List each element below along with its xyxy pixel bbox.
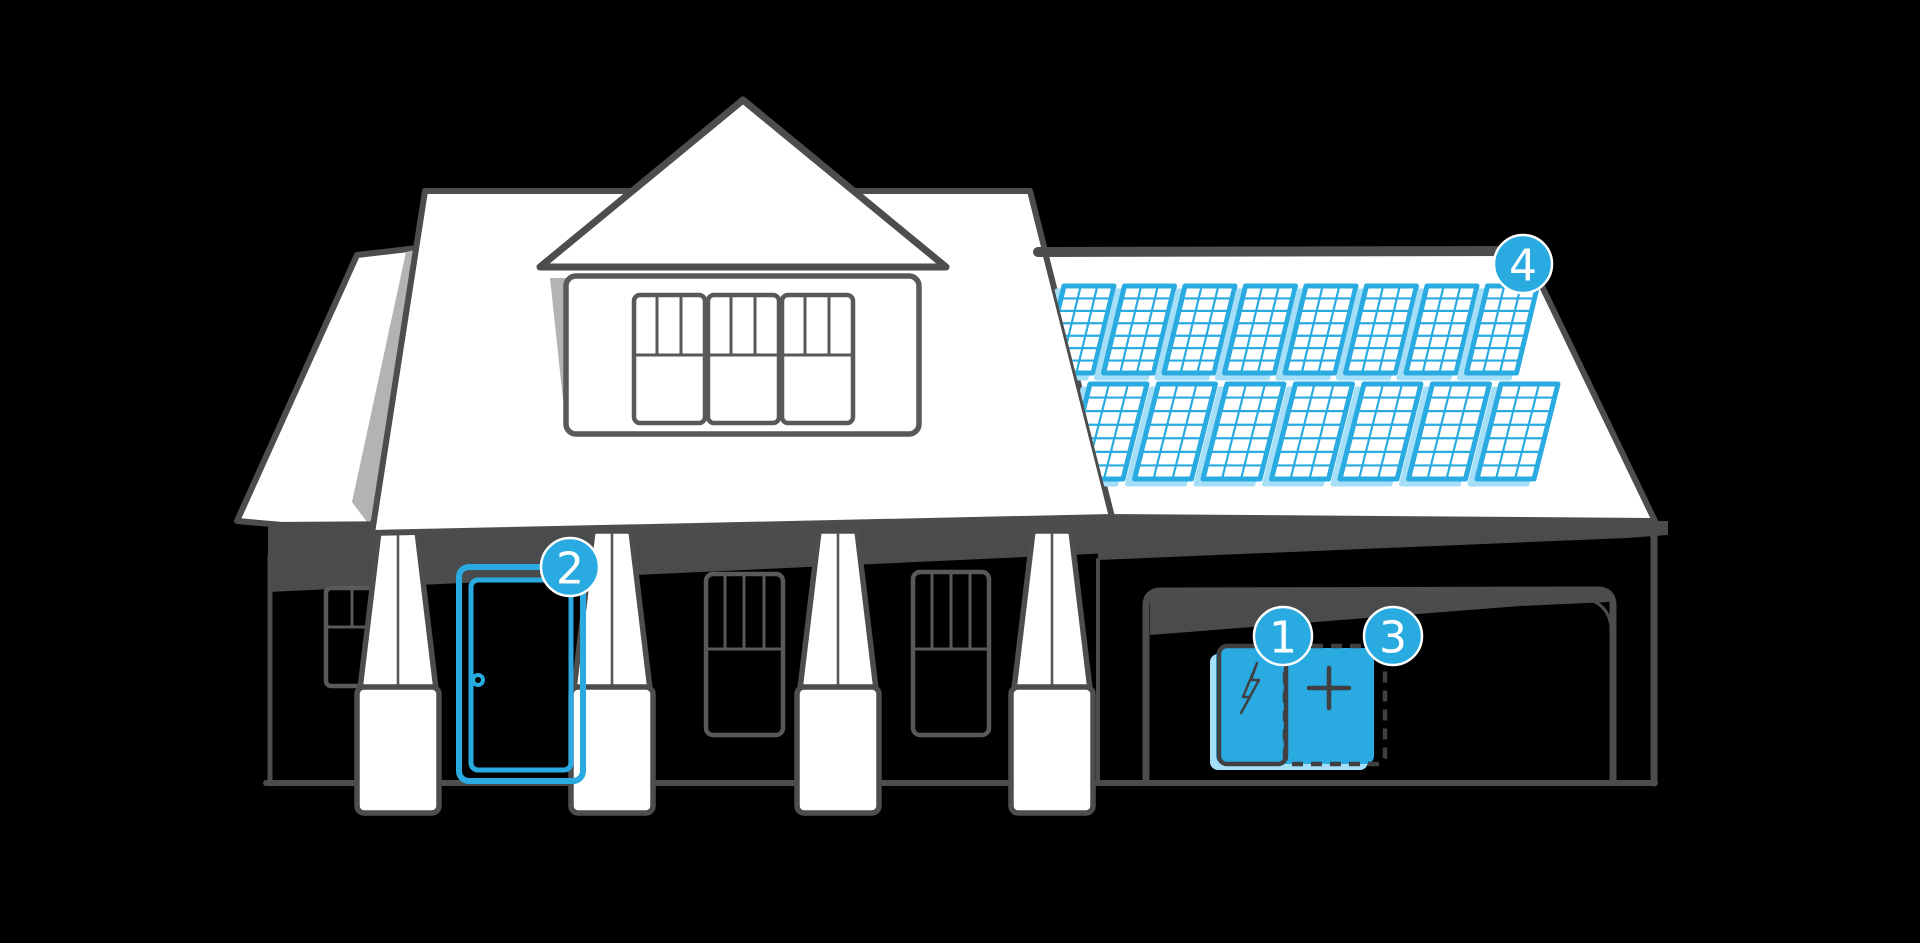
solar-panel-cells <box>1480 383 1555 480</box>
callout-badge-2[interactable]: 2 <box>539 536 601 598</box>
dormer-gable <box>536 96 950 271</box>
battery-unit[interactable] <box>1216 643 1289 767</box>
callout-badge-1[interactable]: 1 <box>1252 605 1314 667</box>
porch-window-right <box>910 569 992 738</box>
dormer-window-1 <box>631 292 708 426</box>
solar-panel-cells <box>1167 285 1232 374</box>
solar-panel-array[interactable] <box>1036 283 1561 487</box>
plus-icon <box>1306 665 1352 711</box>
battery-system <box>1210 643 1388 770</box>
solar-panel-cells <box>1288 285 1353 374</box>
solar-panel-cells <box>1411 383 1487 480</box>
dormer <box>536 96 950 437</box>
door-knob <box>471 673 485 687</box>
solar-roof-ridge <box>1033 246 1532 257</box>
solar-panel-cells <box>1348 285 1414 374</box>
solar-panel-cells <box>1137 383 1213 480</box>
badge-4-label: 4 <box>1509 241 1537 292</box>
lightning-icon <box>1239 661 1261 715</box>
dormer-shadow <box>550 278 566 428</box>
column-3 <box>794 528 882 816</box>
solar-panel-cells <box>1106 285 1172 374</box>
badge-circle <box>1492 233 1554 295</box>
solar-panel-cells <box>1069 383 1144 480</box>
dormer-window-3 <box>779 292 856 426</box>
solar-roof <box>1033 246 1658 524</box>
solar-panel-cells <box>1343 383 1418 480</box>
solar-panel-cells <box>1227 285 1293 374</box>
badge-1-label: 1 <box>1269 613 1297 664</box>
front-door[interactable] <box>456 564 586 784</box>
garage-fascia-shadow <box>1098 517 1668 560</box>
porch-ceiling-shadow <box>268 516 1112 592</box>
solar-panel-cells <box>1469 285 1535 374</box>
garage-corner-arc <box>1583 596 1613 627</box>
porch-window-middle <box>703 571 786 738</box>
solar-panel-cells <box>1409 285 1474 374</box>
badge-circle <box>539 536 601 598</box>
solar-panel-cells <box>1206 383 1281 480</box>
badge-circle <box>1252 605 1314 667</box>
expansion-battery[interactable] <box>1282 643 1388 767</box>
callout-badge-4[interactable]: 4 <box>1492 233 1554 295</box>
badge-3-label: 3 <box>1379 613 1407 664</box>
column-1 <box>354 528 442 816</box>
garage-opening <box>1142 586 1617 784</box>
porch-columns <box>354 528 1096 816</box>
column-4 <box>1008 528 1096 816</box>
badge-circle <box>1362 605 1424 667</box>
dormer-window-2 <box>705 292 782 426</box>
solar-panel-cells <box>1274 383 1350 480</box>
badge-2-label: 2 <box>556 544 584 595</box>
solar-panel-cells <box>1046 285 1111 374</box>
callout-badge-3[interactable]: 3 <box>1362 605 1424 667</box>
